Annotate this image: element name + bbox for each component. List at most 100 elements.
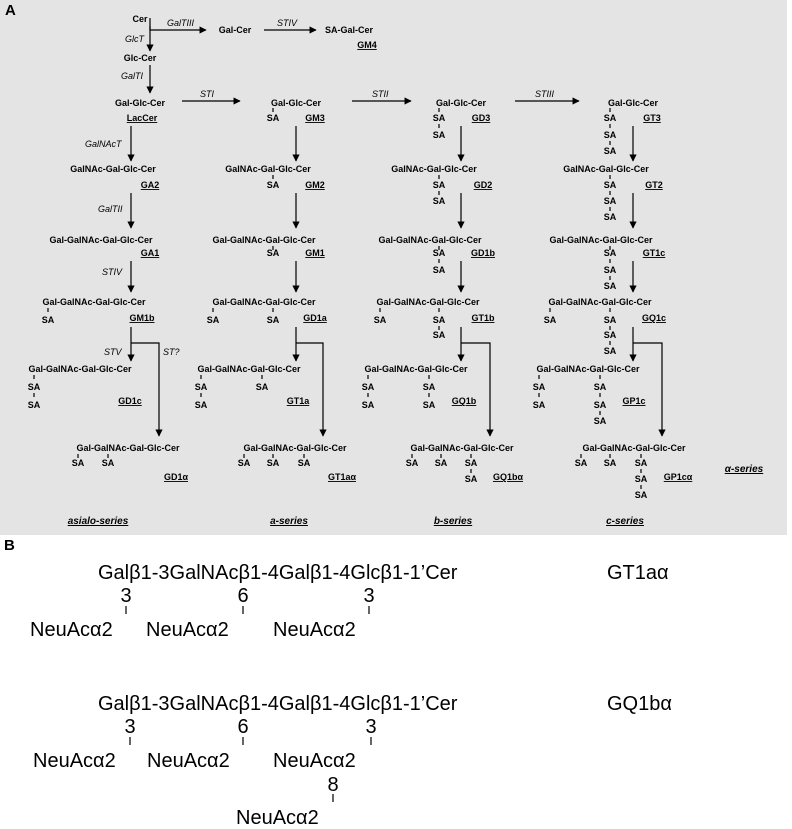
compound-code: GP1c xyxy=(622,396,645,406)
cer-label: Cer xyxy=(132,14,148,24)
sialic-acid-residue: NeuAcα2 xyxy=(146,619,229,641)
sialic-acid: SA xyxy=(604,315,617,325)
compound-row2: GalNAc-Gal-Glc-Cer xyxy=(563,164,649,174)
sialic-acid-residue: NeuAcα2 xyxy=(236,807,319,829)
sialic-acid: SA xyxy=(195,382,208,392)
compound-code: GT1aα xyxy=(328,472,357,482)
panel-a-label: A xyxy=(5,2,16,19)
compound-row5: Gal-GalNAc-Gal-Glc-Cer xyxy=(28,364,132,374)
sialic-acid: SA xyxy=(298,458,311,468)
compound-code: GD1α xyxy=(164,472,189,482)
ganglioside-name: GQ1bα xyxy=(607,693,672,715)
compound-row5: Gal-GalNAc-Gal-Glc-Cer xyxy=(197,364,301,374)
compound-row6: Gal-GalNAc-Gal-Glc-Cer xyxy=(410,443,514,453)
sialic-acid: SA xyxy=(238,458,251,468)
compound-code: GD1b xyxy=(471,248,496,258)
compound-code: GM3 xyxy=(305,113,325,123)
sialic-acid: SA xyxy=(433,113,446,123)
compound-code: GT1a xyxy=(287,396,311,406)
sialic-acid: SA xyxy=(594,400,607,410)
sialic-acid: SA xyxy=(604,196,617,206)
sialic-acid: SA xyxy=(465,474,478,484)
compound-row3: Gal-GalNAc-Gal-Glc-Cer xyxy=(212,235,316,245)
sialic-acid: SA xyxy=(635,490,648,500)
linkage-position: 6 xyxy=(237,716,248,738)
sialic-acid: SA xyxy=(604,180,617,190)
sialic-acid: SA xyxy=(423,400,436,410)
branch-arrow xyxy=(461,342,494,437)
stv-enzyme: STV xyxy=(104,347,123,357)
gal-cer-label: Gal-Cer xyxy=(219,25,252,35)
compound-row5: Gal-GalNAc-Gal-Glc-Cer xyxy=(364,364,468,374)
sialic-acid: SA xyxy=(267,315,280,325)
asialo-series-label: asialo-series xyxy=(68,516,129,527)
compound-row4: Gal-GalNAc-Gal-Glc-Cer xyxy=(42,297,146,307)
sialic-acid: SA xyxy=(433,248,446,258)
compound-code: GM1 xyxy=(305,248,325,258)
stiii-enzyme: STIII xyxy=(535,89,555,99)
galtii-enzyme: GalTII xyxy=(98,204,123,214)
linkage-position: 6 xyxy=(237,585,248,607)
galnact-enzyme: GalNAcT xyxy=(85,139,123,149)
sialic-acid: SA xyxy=(465,458,478,468)
compound-code: GA2 xyxy=(141,180,160,190)
compound-row1: Gal-Glc-Cer xyxy=(115,98,166,108)
c-series-column: Gal-Glc-Cer SA SA SA GT3 GalNAc-Gal-Glc-… xyxy=(533,98,693,500)
sialic-acid: SA xyxy=(594,416,607,426)
sialic-acid: SA xyxy=(433,196,446,206)
asialo-series-column: Gal-Glc-Cer LacCer GalNAc-Gal-Glc-Cer GA… xyxy=(28,98,189,482)
compound-row3: Gal-GalNAc-Gal-Glc-Cer xyxy=(378,235,482,245)
sialic-acid: SA xyxy=(267,180,280,190)
sialic-acid: SA xyxy=(435,458,448,468)
linkage-position: 3 xyxy=(120,585,131,607)
sialic-acid: SA xyxy=(374,315,387,325)
compound-code: GQ1c xyxy=(642,313,666,323)
galti-enzyme: GalTI xyxy=(121,71,144,81)
glct-enzyme: GlcT xyxy=(125,34,146,44)
linkage-position: 3 xyxy=(363,585,374,607)
sialic-acid: SA xyxy=(267,458,280,468)
sialic-acid: SA xyxy=(594,382,607,392)
gq1b-alpha-structure: Galβ1-3GalNAcβ1-4Galβ1-4Glcβ1-1’Cer GQ1b… xyxy=(33,693,672,829)
structure-diagram: B Galβ1-3GalNAcβ1-4Galβ1-4Glcβ1-1’Cer GT… xyxy=(4,537,672,829)
sialic-acid: SA xyxy=(423,382,436,392)
compound-code: GD2 xyxy=(474,180,493,190)
sialic-acid: SA xyxy=(604,265,617,275)
sa-gal-cer-label: SA-Gal-Cer xyxy=(325,25,374,35)
branch-arrow xyxy=(633,342,666,437)
sialic-acid-residue: NeuAcα2 xyxy=(147,750,230,772)
compound-code: GD1c xyxy=(118,396,142,406)
pathway-diagram: A Cer Gal-Cer SA-Gal-Cer GM4 Glc-Cer Gal… xyxy=(5,2,764,527)
compound-code: GM1b xyxy=(129,313,155,323)
sialic-acid: SA xyxy=(267,248,280,258)
sialic-acid: SA xyxy=(544,315,557,325)
sialic-acid: SA xyxy=(72,458,85,468)
alpha-series-label: α-series xyxy=(725,464,764,475)
compound-code: GP1cα xyxy=(664,472,693,482)
stiv-top-enzyme: STIV xyxy=(277,18,298,28)
compound-code: GQ1bα xyxy=(493,472,524,482)
compound-row6: Gal-GalNAc-Gal-Glc-Cer xyxy=(582,443,686,453)
compound-row4: Gal-GalNAc-Gal-Glc-Cer xyxy=(548,297,652,307)
sialic-acid: SA xyxy=(28,400,41,410)
stii-enzyme: STII xyxy=(372,89,389,99)
compound-row1: Gal-Glc-Cer xyxy=(608,98,659,108)
sialic-acid: SA xyxy=(256,382,269,392)
sialic-acid-residue: NeuAcα2 xyxy=(273,619,356,641)
sialic-acid: SA xyxy=(433,315,446,325)
sialic-acid: SA xyxy=(533,382,546,392)
sialic-acid: SA xyxy=(604,130,617,140)
a-series-label: a-series xyxy=(270,516,308,527)
sialic-acid: SA xyxy=(102,458,115,468)
sialic-acid: SA xyxy=(433,130,446,140)
ganglioside-name: GT1aα xyxy=(607,562,669,584)
compound-row3: Gal-GalNAc-Gal-Glc-Cer xyxy=(549,235,653,245)
compound-code: GT2 xyxy=(645,180,663,190)
branch-arrow xyxy=(131,342,163,437)
sialic-acid: SA xyxy=(604,248,617,258)
sialic-acid: SA xyxy=(604,113,617,123)
linkage-position: 8 xyxy=(327,774,338,796)
panel-b-label: B xyxy=(4,537,15,554)
compound-row2: GalNAc-Gal-Glc-Cer xyxy=(70,164,156,174)
sialic-acid: SA xyxy=(635,458,648,468)
